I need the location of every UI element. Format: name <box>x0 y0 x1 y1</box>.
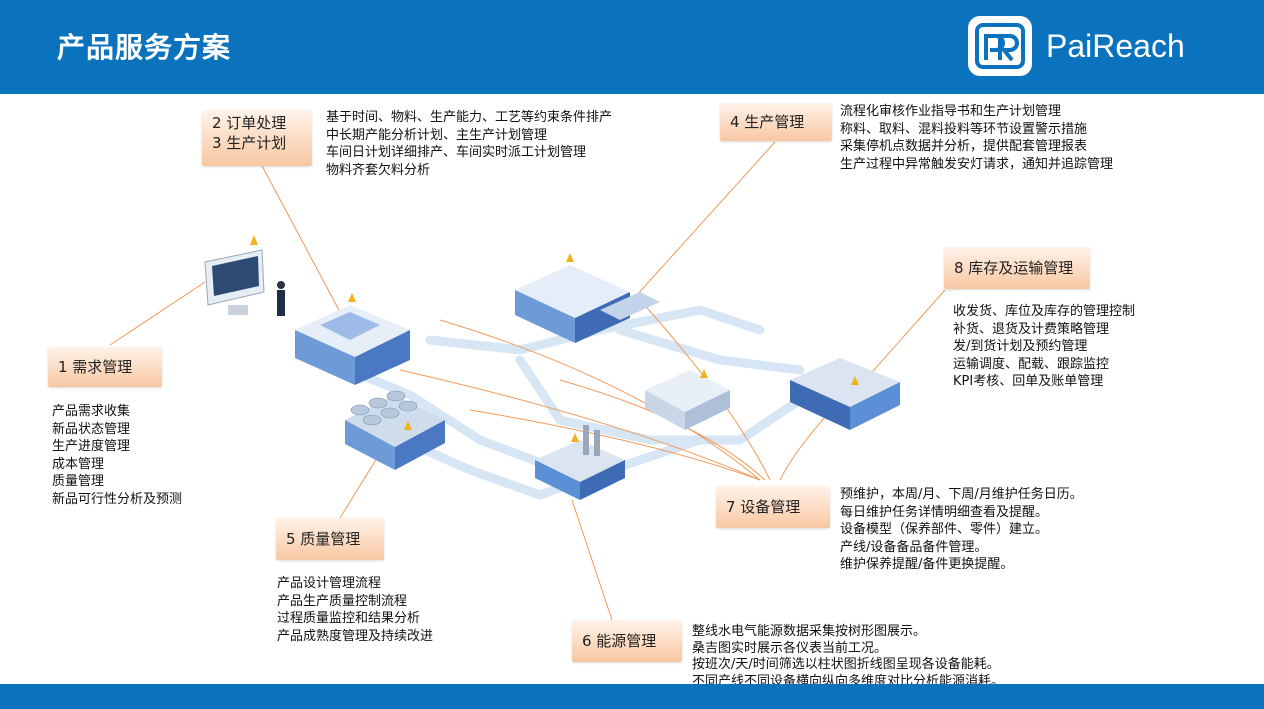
module-label-order: 2 订单处理 <box>212 114 287 132</box>
list-item: KPI考核、回单及账单管理 <box>953 374 1104 389</box>
list-item: 采集停机点数据并分析，提供配套管理报表 <box>840 139 1088 154</box>
module-tag-production[interactable]: 4 生产管理 <box>720 103 832 141</box>
module-tag-demand[interactable]: 1 需求管理 <box>48 347 162 387</box>
list-item: 产品设计管理流程 <box>277 576 382 591</box>
list-item: 流程化审核作业指导书和生产计划管理 <box>840 104 1062 119</box>
module-tag-equipment[interactable]: 7 设备管理 <box>716 486 830 528</box>
footer-bar <box>0 684 1264 709</box>
module-tag-energy[interactable]: 6 能源管理 <box>572 620 682 662</box>
module-desc-equipment: 预维护，本周/月、下周/月维护任务日历。 每日维护任务详情明细查看及提醒。 设备… <box>840 486 1083 574</box>
list-item: 产品需求收集 <box>52 404 131 419</box>
list-item: 生产进度管理 <box>52 439 131 454</box>
list-item: 维护保养提醒/备件更换提醒。 <box>840 557 1014 572</box>
list-item: 设备模型（保养部件、零件）建立。 <box>840 522 1049 537</box>
brand-name: PaiReach <box>1046 28 1185 64</box>
module-desc-quality: 产品设计管理流程 产品生产质量控制流程 过程质量监控和结果分析 产品成熟度管理及… <box>277 575 433 645</box>
module-desc-production: 流程化审核作业指导书和生产计划管理 称料、取料、混料投料等环节设置警示措施 采集… <box>840 103 1113 173</box>
module-tag-inventory[interactable]: 8 库存及运输管理 <box>944 247 1090 289</box>
list-item: 整线水电气能源数据采集按树形图展示。 <box>692 624 927 639</box>
list-item: 按班次/天/时间筛选以柱状图折线图呈现各设备能耗。 <box>692 657 1000 672</box>
list-item: 桑吉图实时展示各仪表当前工况。 <box>692 640 888 656</box>
list-item: 产品成熟度管理及持续改进 <box>277 628 434 644</box>
list-item: 产线/设备备品备件管理。 <box>840 539 988 555</box>
list-item: 生产过程中异常触发安灯请求，通知并追踪管理 <box>840 156 1114 172</box>
list-item: 物料齐套欠料分析 <box>326 162 431 178</box>
list-item: 中长期产能分析计划、主生产计划管理 <box>326 127 548 143</box>
list-item: 发/到货计划及预约管理 <box>953 339 1088 354</box>
list-item: 新品可行性分析及预测 <box>52 491 183 507</box>
module-desc-inventory: 收发货、库位及库存的管理控制 补货、退货及计费策略管理 发/到货计划及预约管理 … <box>953 303 1135 391</box>
module-tag-quality[interactable]: 5 质量管理 <box>276 518 384 560</box>
list-item: 质量管理 <box>52 474 105 489</box>
list-item: 补货、退货及计费策略管理 <box>953 321 1110 337</box>
paireach-logo-icon <box>968 16 1032 76</box>
list-item: 新品状态管理 <box>52 421 131 437</box>
list-item: 收发货、库位及库存的管理控制 <box>953 304 1136 319</box>
list-item: 称料、取料、混料投料等环节设置警示措施 <box>840 121 1088 137</box>
list-item: 车间日计划详细排产、车间实时派工计划管理 <box>326 145 587 160</box>
list-item: 预维护，本周/月、下周/月维护任务日历。 <box>840 487 1083 502</box>
list-item: 运输调度、配载、跟踪监控 <box>953 356 1110 372</box>
list-item: 过程质量监控和结果分析 <box>277 611 421 626</box>
module-desc-order-planning: 基于时间、物料、生产能力、工艺等约束条件排产 中长期产能分析计划、主生产计划管理… <box>326 109 612 179</box>
list-item: 成本管理 <box>52 456 105 472</box>
module-tag-order-planning[interactable]: 2 订单处理 3 生产计划 <box>202 110 312 166</box>
list-item: 基于时间、物料、生产能力、工艺等约束条件排产 <box>326 110 613 125</box>
header-bar <box>0 0 1264 94</box>
module-desc-energy: 整线水电气能源数据采集按树形图展示。 桑吉图实时展示各仪表当前工况。 按班次/天… <box>692 624 1004 690</box>
list-item: 每日维护任务详情明细查看及提醒。 <box>840 504 1049 520</box>
page-title: 产品服务方案 <box>57 31 232 64</box>
module-desc-demand: 产品需求收集 新品状态管理 生产进度管理 成本管理 质量管理 新品可行性分析及预… <box>52 403 182 508</box>
list-item: 产品生产质量控制流程 <box>277 593 408 609</box>
module-label-planning: 3 生产计划 <box>212 134 287 152</box>
